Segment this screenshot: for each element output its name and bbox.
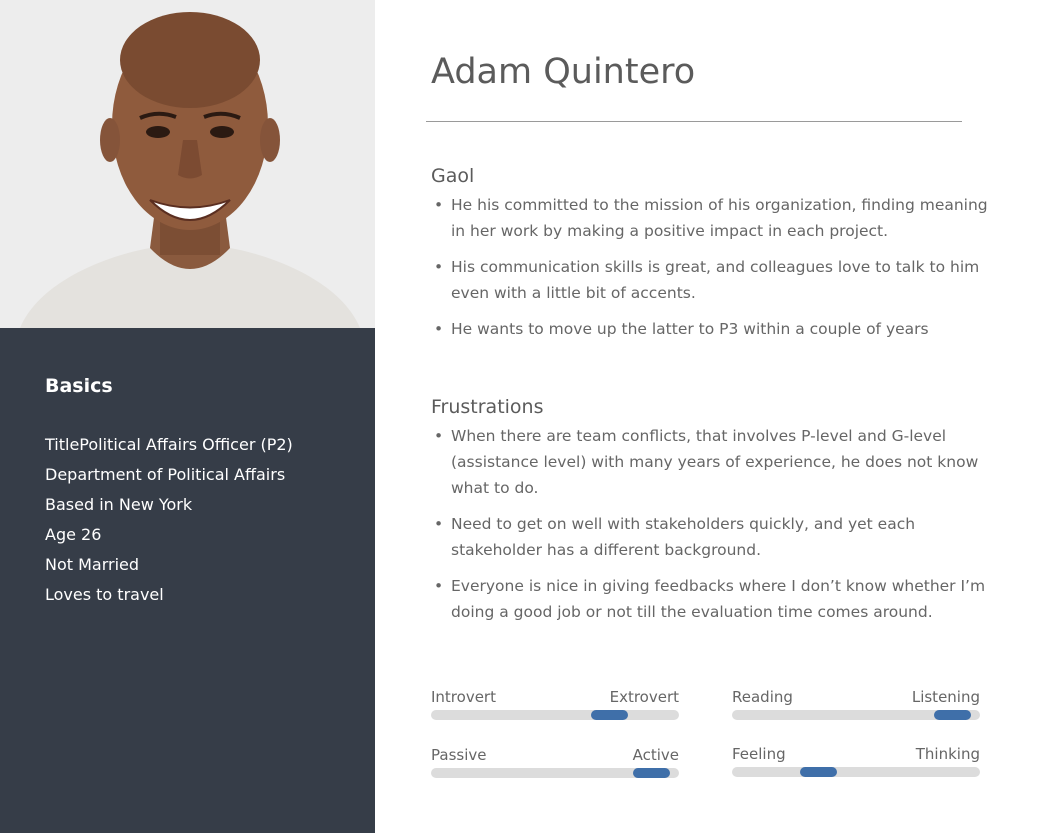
trait-knob[interactable] <box>633 768 671 778</box>
bullet-icon: • <box>434 258 444 276</box>
goal-item-text: He his committed to the mission of his o… <box>451 196 988 240</box>
basics-age-item: Age 26 <box>45 525 102 544</box>
basics-marital-item: Not Married <box>45 555 140 574</box>
goal-item-text: His communication skills is great, and c… <box>451 258 980 302</box>
trait-knob[interactable] <box>800 767 838 777</box>
trait-slider-reading-listening[interactable]: Reading Listening <box>732 688 980 720</box>
name-divider <box>426 121 962 122</box>
trait-left-label: Introvert <box>431 688 496 706</box>
trait-right-label: Thinking <box>915 745 980 763</box>
frustration-item-text: Everyone is nice in giving feedbacks whe… <box>451 577 986 621</box>
person-portrait-icon <box>0 0 375 328</box>
persona-name: Adam Quintero <box>431 52 696 92</box>
profile-sidebar: Basics TitlePolitical Affairs Officer (P… <box>0 0 375 833</box>
goal-item: • He his committed to the mission of his … <box>431 192 991 244</box>
frustration-item-text: Need to get on well with stakeholders qu… <box>451 515 916 559</box>
trait-left-label: Reading <box>732 688 793 706</box>
trait-track <box>431 768 679 778</box>
trait-knob[interactable] <box>591 710 629 720</box>
basics-hobby-item: Loves to travel <box>45 585 164 604</box>
trait-track <box>431 710 679 720</box>
frustration-item: • When there are team conflicts, that inv… <box>431 423 991 501</box>
trait-right-label: Active <box>632 746 679 764</box>
goal-item: • His communication skills is great, and … <box>431 254 991 306</box>
bullet-icon: • <box>434 427 444 445</box>
frustration-item: • Need to get on well with stakeholders q… <box>431 511 991 563</box>
basics-title-item: TitlePolitical Affairs Officer (P2) <box>45 435 293 454</box>
goal-section: Gaol • He his committed to the mission of… <box>431 165 991 352</box>
trait-left-label: Passive <box>431 746 487 764</box>
trait-track <box>732 710 980 720</box>
bullet-icon: • <box>434 515 444 533</box>
bullet-icon: • <box>434 196 444 214</box>
goal-item: • He wants to move up the latter to P3 wi… <box>431 316 991 342</box>
basics-title: Basics <box>45 375 113 397</box>
goal-item-text: He wants to move up the latter to P3 wit… <box>451 320 929 338</box>
basics-section: Basics TitlePolitical Affairs Officer (P… <box>45 375 293 610</box>
frustrations-section: Frustrations • When there are team confli… <box>431 396 991 635</box>
basics-location-item: Based in New York <box>45 495 193 514</box>
trait-right-label: Extrovert <box>609 688 679 706</box>
frustration-item: • Everyone is nice in giving feedbacks wh… <box>431 573 991 625</box>
frustrations-title: Frustrations <box>431 396 544 418</box>
trait-right-label: Listening <box>911 688 980 706</box>
bullet-icon: • <box>434 320 444 338</box>
trait-knob[interactable] <box>934 710 972 720</box>
frustration-item-text: When there are team conflicts, that invo… <box>451 427 979 497</box>
profile-photo <box>0 0 375 328</box>
trait-left-label: Feeling <box>732 745 786 763</box>
bullet-icon: • <box>434 577 444 595</box>
trait-slider-feeling-thinking[interactable]: Feeling Thinking <box>732 745 980 777</box>
trait-slider-introvert-extrovert[interactable]: Introvert Extrovert <box>431 688 679 720</box>
trait-slider-passive-active[interactable]: Passive Active <box>431 746 679 778</box>
basics-department-item: Department of Political Affairs <box>45 465 286 484</box>
trait-track <box>732 767 980 777</box>
goal-title: Gaol <box>431 165 475 187</box>
